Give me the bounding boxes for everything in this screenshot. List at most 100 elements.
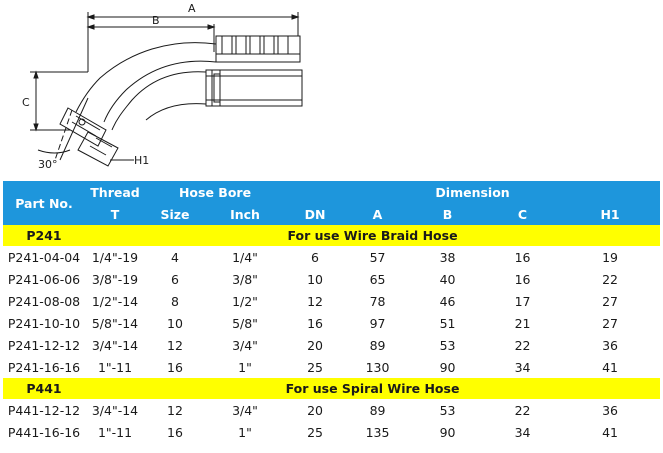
table-cell: 16 xyxy=(167,424,183,440)
col-t: T xyxy=(85,203,145,225)
table-cell: P241-06-06 xyxy=(7,271,81,287)
series-note: For use Wire Braid Hose xyxy=(85,225,661,246)
table-cell: 16 xyxy=(514,271,531,287)
table-row: P241-16-16 1"-11 16 1" 25 130 90 34 41 xyxy=(3,356,660,378)
table-cell: 36 xyxy=(602,337,618,353)
fitting-spec-table: Part No. Thread Hose Bore Dimension T Si… xyxy=(3,181,661,443)
col-h1: H1 xyxy=(560,203,661,225)
table-cell: 41 xyxy=(602,424,618,440)
table-cell: 41 xyxy=(602,359,618,375)
col-a: A xyxy=(345,203,411,225)
table-cell: 27 xyxy=(602,315,618,331)
table-cell: 40 xyxy=(439,271,456,287)
table-cell: 1/4"-19 xyxy=(91,249,139,265)
table-cell: 90 xyxy=(439,359,456,375)
table-row: P241-12-12 3/4"-14 12 3/4" 20 89 53 22 36 xyxy=(3,334,660,356)
series-label: P241 xyxy=(3,225,85,246)
table-cell: 3/8"-19 xyxy=(91,271,139,287)
table-cell: P241-16-16 xyxy=(7,359,81,375)
table-cell: 20 xyxy=(307,402,323,418)
table-cell: 34 xyxy=(514,359,531,375)
table-cell: 1/2" xyxy=(232,293,258,309)
table-cell: 21 xyxy=(514,315,531,331)
table-cell: 89 xyxy=(369,337,386,353)
table-cell: 90 xyxy=(439,424,456,440)
table-cell: P441-12-12 xyxy=(7,402,81,418)
table-cell: 4 xyxy=(171,249,179,265)
table-cell: 1/4" xyxy=(232,249,258,265)
table-cell: 3/4"-14 xyxy=(91,337,139,353)
table-cell: 53 xyxy=(439,337,456,353)
dimension-h1-label: H1 xyxy=(134,154,149,167)
table-cell: 8 xyxy=(171,293,179,309)
table-cell: P241-04-04 xyxy=(7,249,81,265)
col-size: Size xyxy=(145,203,205,225)
table-row: P441-12-12 3/4"-14 12 3/4" 20 89 53 22 36 xyxy=(3,399,660,421)
header-row-2: T Size Inch DN A B C H1 xyxy=(3,203,661,225)
table-row: P241-04-04 1/4"-19 4 1/4" 6 57 38 16 19 xyxy=(3,246,660,268)
table-cell: 5/8"-14 xyxy=(91,315,139,331)
table-cell: 3/4" xyxy=(232,337,258,353)
table-cell: 25 xyxy=(307,424,323,440)
table-cell: 20 xyxy=(307,337,323,353)
col-hose-bore: Hose Bore xyxy=(145,181,286,203)
table-cell: 130 xyxy=(365,359,390,375)
table-cell: 22 xyxy=(514,402,531,418)
table-cell: 17 xyxy=(514,293,531,309)
col-b: B xyxy=(410,203,486,225)
col-dn: DN xyxy=(285,203,346,225)
table-cell: 65 xyxy=(369,271,386,287)
fitting-drawing: A B C 30° xyxy=(22,2,303,171)
table-cell: 16 xyxy=(307,315,323,331)
table-cell: 5/8" xyxy=(232,315,258,331)
col-c: C xyxy=(485,203,561,225)
table-cell: 27 xyxy=(602,293,618,309)
table-cell: 6 xyxy=(311,249,319,265)
table-cell: 12 xyxy=(167,337,183,353)
table-cell: 53 xyxy=(439,402,456,418)
table-cell: 25 xyxy=(307,359,323,375)
table-cell: 1"-11 xyxy=(97,359,133,375)
table-cell: P241-10-10 xyxy=(7,315,81,331)
table-cell: 38 xyxy=(439,249,456,265)
table-cell: 1" xyxy=(238,424,252,440)
table-cell: 10 xyxy=(307,271,323,287)
col-dimension: Dimension xyxy=(285,181,661,203)
table-cell: 10 xyxy=(167,315,183,331)
table-cell: 57 xyxy=(369,249,386,265)
table-cell: 1" xyxy=(238,359,252,375)
table-cell: 89 xyxy=(369,402,386,418)
table-cell: 3/4"-14 xyxy=(91,402,139,418)
series-note: For use Spiral Wire Hose xyxy=(85,378,661,399)
table-cell: 16 xyxy=(514,249,531,265)
table-cell: 19 xyxy=(602,249,618,265)
table-cell: 135 xyxy=(365,424,390,440)
table-cell: 1"-11 xyxy=(97,424,133,440)
table-cell: 34 xyxy=(514,424,531,440)
table-cell: 78 xyxy=(369,293,386,309)
table-cell: 1/2"-14 xyxy=(91,293,139,309)
table-cell: P241-12-12 xyxy=(7,337,81,353)
col-thread: Thread xyxy=(85,181,145,203)
table-cell: 36 xyxy=(602,402,618,418)
table-cell: 12 xyxy=(167,402,183,418)
col-inch: Inch xyxy=(205,203,286,225)
table-cell: 3/4" xyxy=(232,402,258,418)
table-cell: 97 xyxy=(369,315,386,331)
dimension-c-label: C xyxy=(22,96,30,109)
angle-label: 30° xyxy=(38,158,58,171)
table-cell: 22 xyxy=(514,337,531,353)
table-cell: 12 xyxy=(307,293,323,309)
table-cell: 3/8" xyxy=(232,271,258,287)
table-cell: 46 xyxy=(439,293,456,309)
header-row-1: Part No. Thread Hose Bore Dimension xyxy=(3,181,661,225)
series-label: P441 xyxy=(3,378,85,399)
col-part-no: Part No. xyxy=(3,181,85,225)
table-cell: 16 xyxy=(167,359,183,375)
